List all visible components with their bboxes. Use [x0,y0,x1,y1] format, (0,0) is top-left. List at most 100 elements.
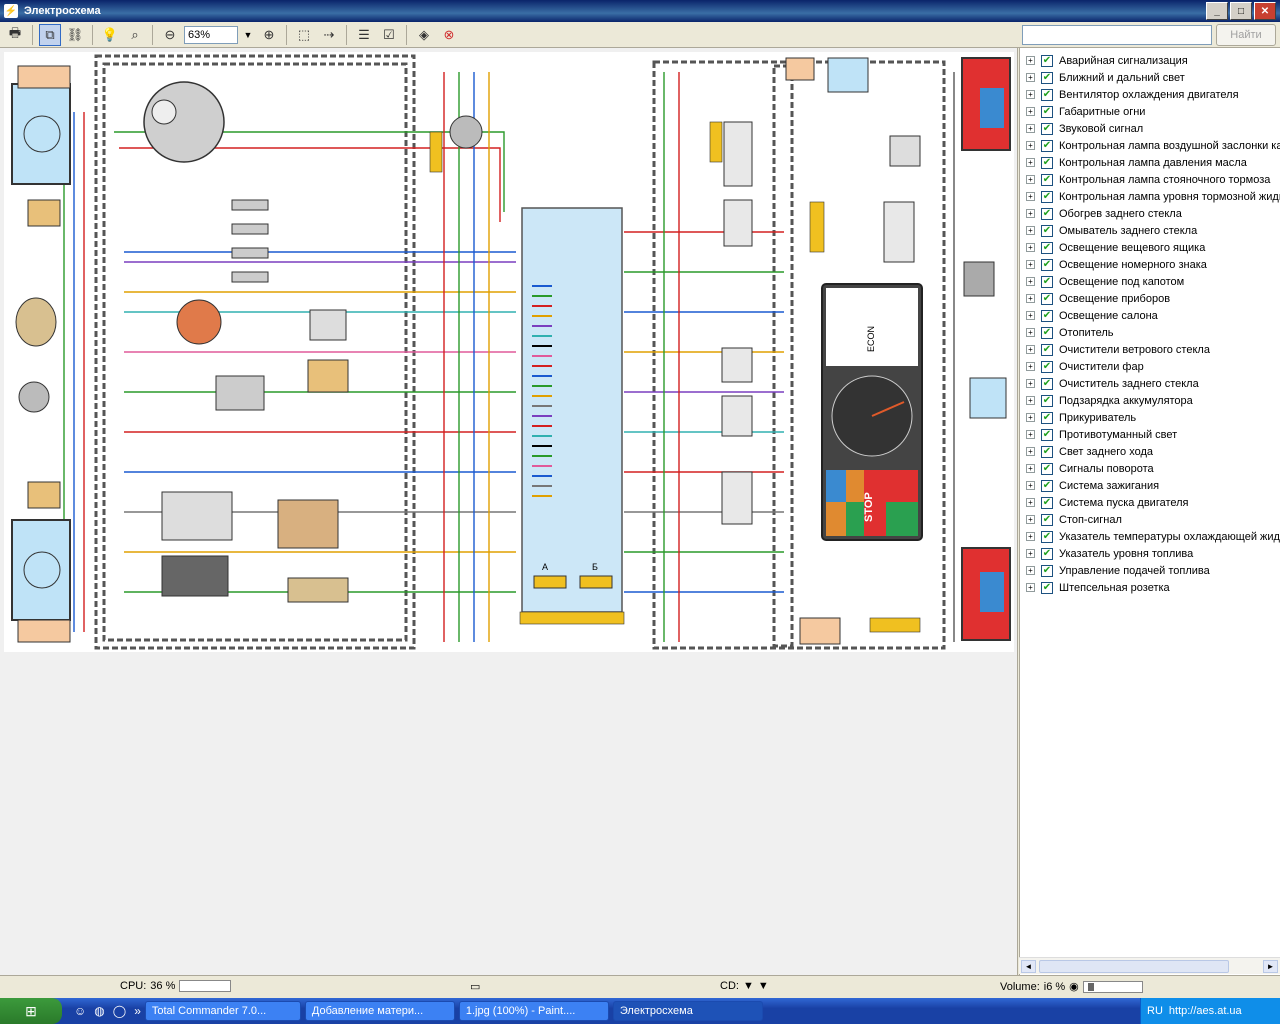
maximize-button[interactable]: □ [1230,2,1252,20]
firefox-icon[interactable]: ◍ [94,1004,105,1018]
tree-checkbox[interactable]: ✔ [1041,360,1053,373]
tree-checkbox[interactable]: ✔ [1041,241,1053,254]
expand-icon[interactable]: + [1026,73,1035,82]
tree-item[interactable]: +✔Стоп-сигнал [1026,511,1280,528]
tree-item[interactable]: +✔Прикуриватель [1026,409,1280,426]
disk-icon[interactable]: ▭ [470,981,481,993]
tree-checkbox[interactable]: ✔ [1041,207,1053,220]
expand-icon[interactable]: + [1026,345,1035,354]
task-paint[interactable]: 1.jpg (100%) - Paint.... [458,1001,609,1021]
tree-checkbox[interactable]: ✔ [1041,496,1053,509]
tree-item[interactable]: +✔Габаритные огни [1026,103,1280,120]
tree-item[interactable]: +✔Звуковой сигнал [1026,120,1280,137]
tree-checkbox[interactable]: ✔ [1041,428,1053,441]
expand-icon[interactable]: + [1026,481,1035,490]
expand-icon[interactable]: + [1026,566,1035,575]
tree-checkbox[interactable]: ✔ [1041,105,1053,118]
tree-checkbox[interactable]: ✔ [1041,309,1053,322]
tree-checkbox[interactable]: ✔ [1041,173,1053,186]
tree-item[interactable]: +✔Контрольная лампа давления масла [1026,154,1280,171]
tree-checkbox[interactable]: ✔ [1041,275,1053,288]
eraser-icon[interactable]: ◈ [419,26,429,42]
tree-checkbox[interactable]: ✔ [1041,564,1053,577]
tree-checkbox[interactable]: ✔ [1041,71,1053,84]
tree-item[interactable]: +✔Вентилятор охлаждения двигателя [1026,86,1280,103]
tree-checkbox[interactable]: ✔ [1041,292,1053,305]
tree-item[interactable]: +✔Управление подачей топлива [1026,562,1280,579]
expand-icon[interactable]: + [1026,549,1035,558]
volume-slider[interactable] [1082,980,1143,993]
expand-icon[interactable]: + [1026,192,1035,201]
expand-icon[interactable]: + [1026,515,1035,524]
tree-item[interactable]: +✔Омыватель заднего стекла [1026,222,1280,239]
tree-checkbox[interactable]: ✔ [1041,547,1053,560]
opera-icon[interactable]: ◯ [112,1004,127,1018]
select-area-icon[interactable]: ⬚ [297,26,311,42]
expand-icon[interactable]: + [1026,413,1035,422]
tree-item[interactable]: +✔Штепсельная розетка [1026,579,1280,596]
tree-item[interactable]: +✔Освещение номерного знака [1026,256,1280,273]
expand-icon[interactable]: + [1026,396,1035,405]
expand-icon[interactable]: + [1026,498,1035,507]
tree-checkbox[interactable]: ✔ [1041,190,1053,203]
expand-icon[interactable]: + [1026,90,1035,99]
chevron-down-icon[interactable]: ▼ [243,29,253,40]
tree-checkbox[interactable]: ✔ [1041,445,1053,458]
expand-icon[interactable]: + [1026,243,1035,252]
tree-checkbox[interactable]: ✔ [1041,139,1053,152]
scroll-left-icon[interactable]: ◄ [1021,960,1036,973]
tree-checkbox[interactable]: ✔ [1041,462,1053,475]
expand-icon[interactable]: + [1026,583,1035,592]
lightbulb-icon[interactable]: 💡 [101,26,119,42]
expand-icon[interactable]: + [1026,260,1035,269]
expand-icon[interactable]: + [1026,430,1035,439]
tree-item[interactable]: +✔Подзарядка аккумулятора [1026,392,1280,409]
checklist-icon[interactable]: ☑ [383,26,395,42]
tree-item[interactable]: +✔Контрольная лампа воздушной заслонки к… [1026,137,1280,154]
close-button[interactable]: ✕ [1254,2,1276,20]
tree-item[interactable]: +✔Ближний и дальний свет [1026,69,1280,86]
scroll-thumb[interactable] [1039,960,1229,973]
tree-checkbox[interactable]: ✔ [1041,530,1053,543]
tree-item[interactable]: +✔Противотуманный свет [1026,426,1280,443]
cancel-icon[interactable]: ⊗ [443,26,455,42]
list-icon[interactable]: ☰ [358,26,370,42]
zoom-in-icon[interactable]: ⊕ [263,26,275,42]
tree-item[interactable]: +✔Освещение под капотом [1026,273,1280,290]
tree-item[interactable]: +✔Контрольная лампа стояночного тормоза [1026,171,1280,188]
tree-item[interactable]: +✔Очиститель заднего стекла [1026,375,1280,392]
messenger-icon[interactable]: ☺ [74,1004,87,1018]
tree-item[interactable]: +✔Система зажигания [1026,477,1280,494]
tree-item[interactable]: +✔Очистители фар [1026,358,1280,375]
scroll-right-icon[interactable]: ► [1263,960,1278,973]
tree-item[interactable]: +✔Контрольная лампа уровня тормозной жид… [1026,188,1280,205]
more-icon[interactable]: » [134,1004,141,1018]
speaker-icon[interactable]: ◉ [1069,981,1079,993]
tree-checkbox[interactable]: ✔ [1041,581,1053,594]
tree-checkbox[interactable]: ✔ [1041,513,1053,526]
search-input[interactable] [1022,25,1212,45]
expand-icon[interactable]: + [1026,362,1035,371]
tree-item[interactable]: +✔Указатель уровня топлива [1026,545,1280,562]
expand-icon[interactable]: + [1026,124,1035,133]
route-icon[interactable]: ⇢ [323,26,335,42]
expand-icon[interactable]: + [1026,328,1035,337]
tree-item[interactable]: +✔Освещение вещевого ящика [1026,239,1280,256]
expand-icon[interactable]: + [1026,447,1035,456]
expand-icon[interactable]: + [1026,56,1035,65]
task-total-commander[interactable]: Total Commander 7.0... [144,1001,301,1021]
tree-checkbox[interactable]: ✔ [1041,122,1053,135]
tree-checkbox[interactable]: ✔ [1041,54,1053,67]
tree-item[interactable]: +✔Свет заднего хода [1026,443,1280,460]
print-icon[interactable]: 🖶 [8,24,22,40]
tree-checkbox[interactable]: ✔ [1041,343,1053,356]
task-electroscheme[interactable]: Электросхема [612,1001,763,1021]
start-button[interactable]: ⊞ [0,998,62,1024]
expand-icon[interactable]: + [1026,107,1035,116]
select-mode-icon[interactable]: ⧉ [39,23,61,46]
tree-item[interactable]: +✔Аварийная сигнализация [1026,52,1280,69]
diagram-pane[interactable]: А Б ECON STOP [0,48,1018,975]
tree-checkbox[interactable]: ✔ [1041,394,1053,407]
wiring-diagram[interactable]: А Б ECON STOP [4,52,1014,652]
cd-next-icon[interactable]: ▼ [757,980,769,992]
